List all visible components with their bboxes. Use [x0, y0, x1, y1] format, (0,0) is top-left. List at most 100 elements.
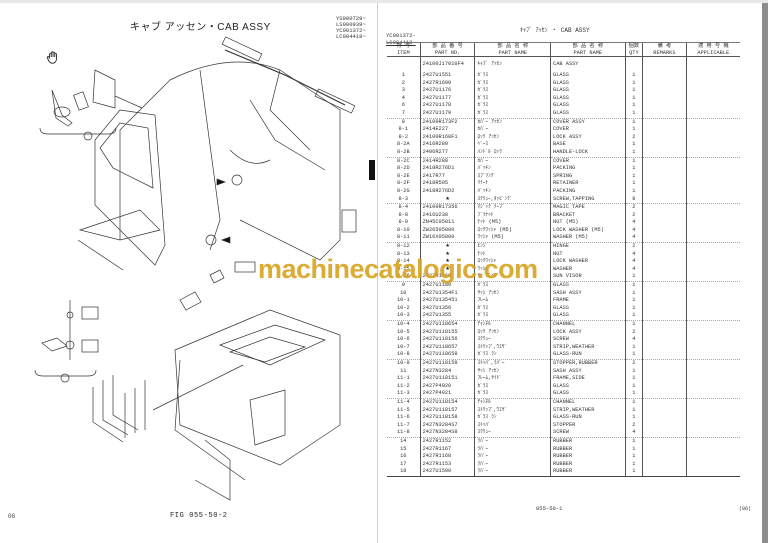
cell-part-name-en: GLASS	[550, 304, 626, 313]
cell-item: 8-15	[396, 265, 410, 272]
cell-part-name-jp: ｶﾞﾗｽ	[474, 72, 551, 80]
cell-item: 8-12	[387, 242, 421, 251]
cell-item: 10-3	[396, 312, 410, 319]
cell-qty: 1	[624, 87, 643, 95]
cell-part-name-en: BRACKET	[550, 211, 626, 220]
cell-qty: 1	[624, 72, 643, 80]
cell-part-name-jp: ﾋﾝｼﾞ	[474, 242, 551, 251]
cell-part-name-en: GLASS-RUN	[550, 414, 626, 422]
cell-part-no: 24100R173F2	[419, 117, 475, 127]
cell-part-name-en: FRAME	[550, 297, 626, 305]
cell-part-name-en: GLASS	[550, 87, 626, 95]
cell-part-no: 2427U1356	[419, 304, 475, 313]
cell-part-name-en: WASHER (M5)	[550, 234, 626, 243]
cell-part-name-jp: ｻﾝ ﾊﾞｲｻﾞ	[474, 273, 551, 282]
cell-part-no: 2418R276D1	[419, 165, 475, 173]
cell-part-no: 2427U1500	[419, 468, 475, 477]
cell-remarks	[642, 429, 687, 438]
cell-part-no: 2427U118658	[419, 351, 475, 360]
cell-part-name-en: MAGIC TAPE	[550, 203, 626, 212]
cell-qty: 1	[624, 351, 643, 360]
cell-part-no: 2427U118157	[419, 406, 475, 415]
hand-pan-icon[interactable]	[46, 50, 60, 64]
cab-assembly-drawing	[34, 36, 357, 501]
cell-remarks	[642, 390, 687, 399]
cell-qty: 1	[624, 367, 643, 376]
cell-part-name-jp: ﾗﾊﾞｰ	[474, 445, 551, 454]
cell-item: 10-4	[387, 319, 421, 329]
cell-item: 10-5	[396, 328, 410, 335]
cell-part-no: ★	[419, 195, 475, 204]
cell-item: 10-9	[387, 358, 421, 368]
cell-applicable	[685, 406, 740, 415]
cell-part-name-en: STRIP,WEATHER	[550, 343, 626, 352]
cell-applicable	[685, 397, 740, 407]
cell-item: 10-2	[396, 304, 410, 311]
cell-applicable	[685, 180, 740, 188]
cell-item: 8	[387, 117, 421, 127]
cell-applicable	[685, 265, 740, 274]
cell-applicable	[685, 117, 740, 127]
cell-item: 8-14	[396, 258, 410, 265]
serial-range: YS000729~	[336, 15, 366, 22]
cell-applicable	[685, 351, 740, 360]
cell-part-name-jp: ﾌﾚｰﾑ,ｻｲﾄﾞ	[474, 375, 551, 383]
cell-part-name-jp: ｶﾞﾗｽ	[474, 304, 551, 313]
cell-part-name-jp: ｽﾌﾟﾘﾝｸﾞ	[474, 172, 551, 181]
cell-applicable	[685, 304, 740, 313]
cell-qty	[624, 56, 643, 72]
cell-item: 3	[401, 87, 405, 94]
cell-applicable	[685, 102, 740, 110]
cell-qty: 1	[624, 109, 643, 119]
cell-part-name-jp: ｶﾞﾗｽ	[474, 79, 551, 88]
cell-applicable	[685, 195, 740, 204]
cell-qty: 1	[624, 172, 643, 181]
cell-item: 11-1	[396, 375, 410, 382]
cell-remarks	[642, 258, 687, 266]
cell-qty: 1	[624, 79, 643, 88]
cell-part-name-en: SUN VISOR	[550, 273, 626, 282]
cell-part-name-jp: ﾛｯｸ ｱｯｾﾝ	[474, 133, 551, 142]
cell-part-name-jp: ﾛｯｸﾜｯｼｬ (M5)	[474, 226, 551, 235]
vertical-scrollbar[interactable]	[762, 3, 768, 543]
cell-qty: 1	[624, 126, 643, 134]
cell-part-name-jp: ｶﾞﾗｽ	[474, 382, 551, 391]
cell-part-name-jp: ｶﾞﾗｽ	[474, 109, 551, 119]
cell-remarks	[642, 203, 687, 212]
cell-part-name-en: COVER ASSY	[550, 117, 626, 127]
cell-applicable	[685, 445, 740, 454]
cell-remarks	[642, 421, 687, 430]
cell-applicable	[685, 133, 740, 142]
cell-item: 10	[400, 289, 407, 296]
cell-item: 8-2C	[387, 156, 421, 166]
cell-remarks	[642, 397, 687, 407]
serial-range: YC001372-	[386, 32, 416, 39]
cell-applicable	[685, 148, 740, 158]
cell-qty: 1	[624, 156, 643, 166]
cell-remarks	[642, 56, 687, 72]
cell-item: 11-8	[396, 429, 410, 436]
cell-part-no: 2427U1355	[419, 312, 475, 321]
cell-item: 8-2D	[396, 165, 410, 172]
cell-remarks	[642, 336, 687, 344]
cell-part-no: 2427U1176	[419, 87, 475, 95]
page-divider	[377, 3, 378, 543]
cell-part-name-en: LOCK WASHER	[550, 258, 626, 266]
cell-qty: 1	[624, 414, 643, 422]
